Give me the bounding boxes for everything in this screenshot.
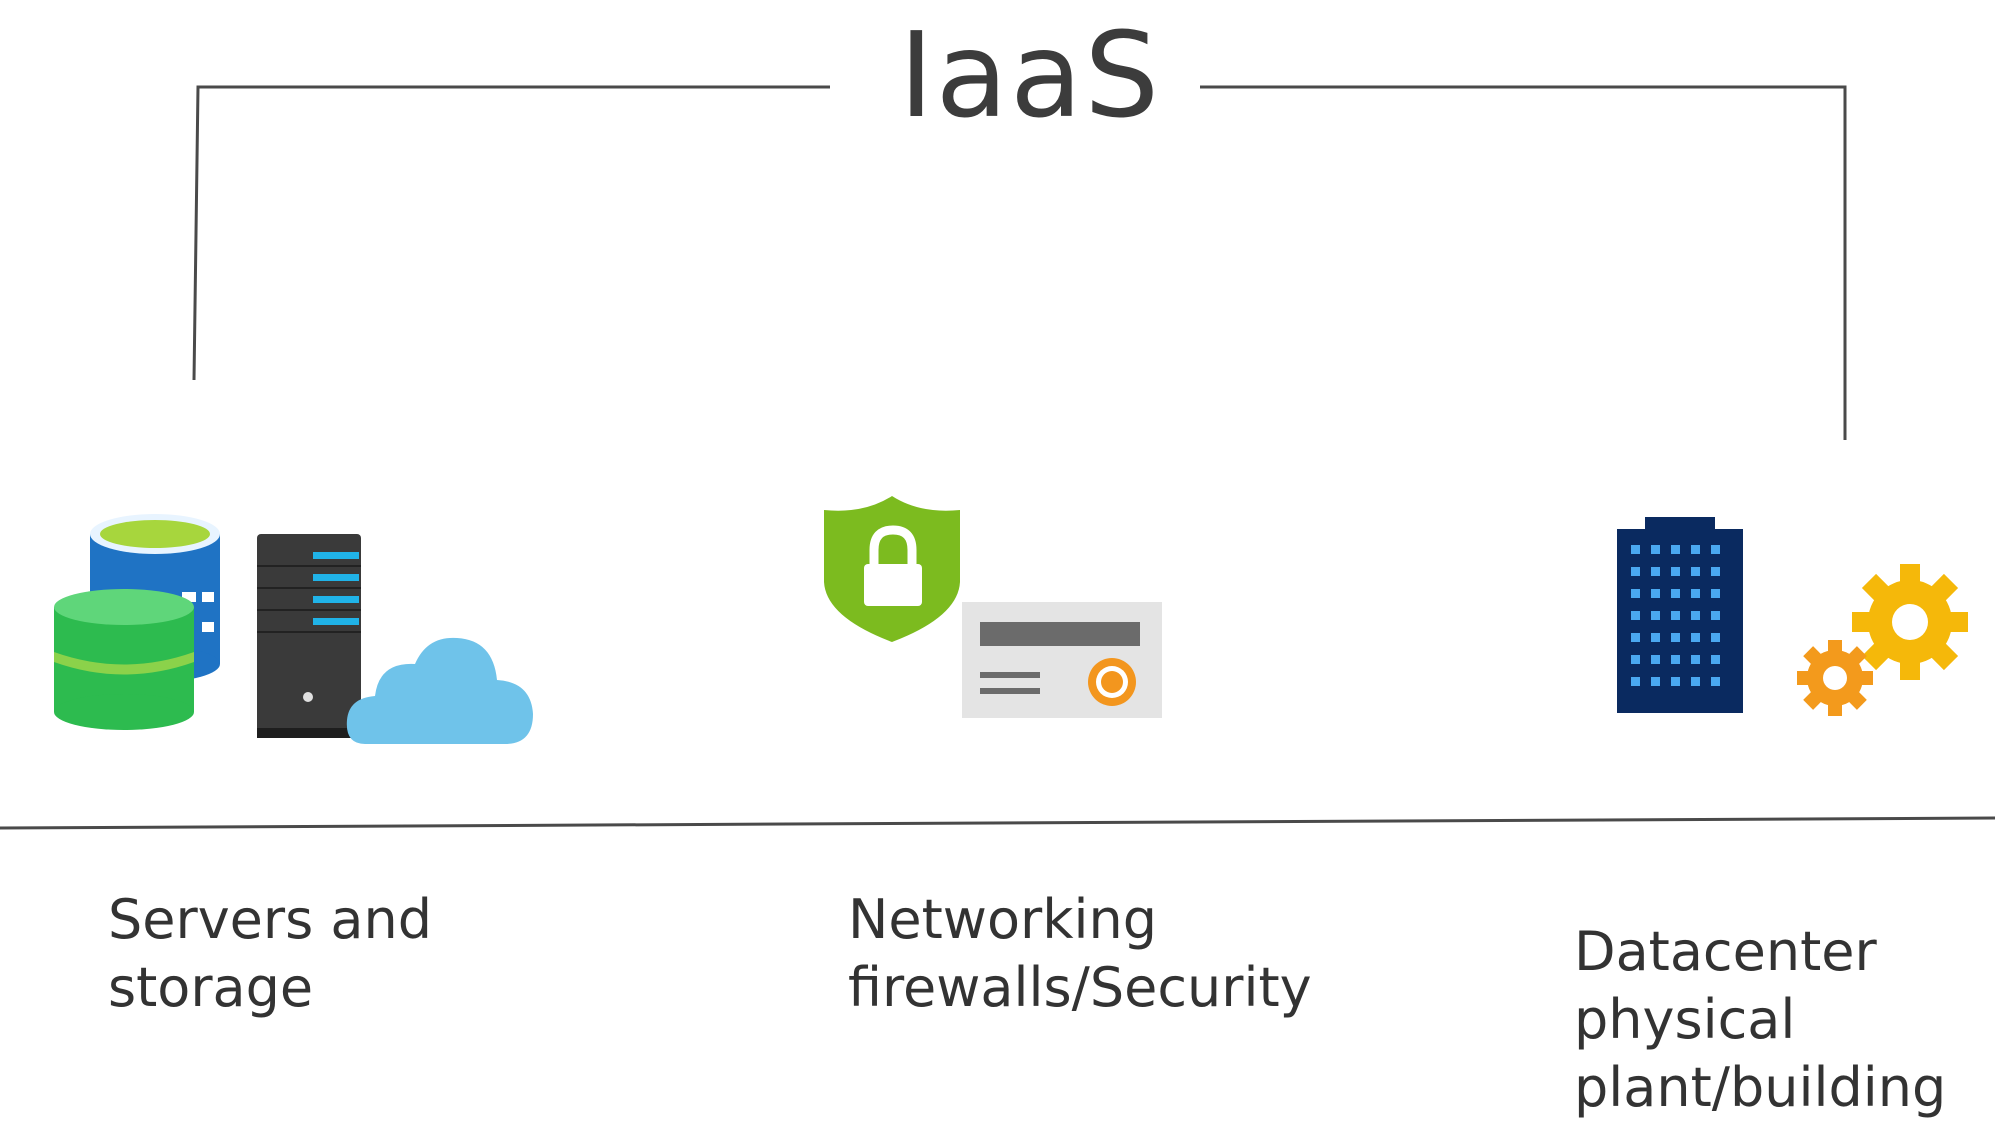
server-tower-icon — [255, 532, 365, 742]
bracket-right — [1200, 85, 1847, 440]
database-icon — [52, 512, 232, 737]
caption-line: firewalls/Security — [848, 956, 1312, 1019]
caption-line: plant/building — [1574, 1056, 1947, 1119]
baseline-divider — [0, 816, 1996, 830]
caption-datacenter: Datacenter physical plant/building — [1574, 918, 1946, 1122]
caption-line: storage — [108, 956, 314, 1019]
cloud-icon — [345, 632, 535, 747]
shield-lock-icon — [820, 492, 965, 647]
caption-networking-security: Networking firewalls/Security — [848, 886, 1312, 1022]
diagram-title: IaaS — [898, 6, 1162, 144]
caption-line: Networking — [848, 888, 1157, 951]
caption-line: Datacenter — [1574, 920, 1877, 983]
gears-icon — [1795, 560, 1975, 720]
caption-servers-storage: Servers and storage — [108, 886, 432, 1022]
caption-line: Servers and — [108, 888, 432, 951]
building-icon — [1615, 515, 1745, 715]
certificate-card-icon — [960, 600, 1165, 720]
bracket-left — [192, 85, 830, 381]
caption-line: physical — [1574, 988, 1796, 1051]
